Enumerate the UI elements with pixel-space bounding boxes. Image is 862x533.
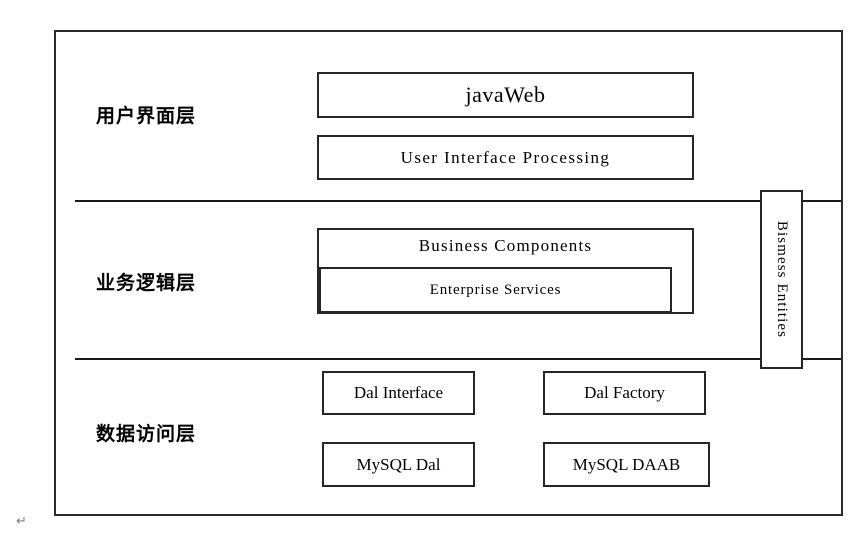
layer-label-business: 业务逻辑层 <box>96 273 197 294</box>
box-dal-factory: Dal Factory <box>543 371 706 415</box>
layer-divider-presentation-business-right <box>803 200 841 202</box>
box-business-entities-label: Bismess Entities <box>774 220 790 339</box>
box-javaweb: javaWeb <box>317 72 694 118</box>
layer-divider-presentation-business-left <box>75 200 760 202</box>
box-dal-interface: Dal Interface <box>322 371 475 415</box>
box-user-interface-processing: User Interface Processing <box>317 135 694 180</box>
paragraph-mark-icon: ↵ <box>16 513 27 528</box>
box-mysql-daab: MySQL DAAB <box>543 442 710 487</box>
layer-divider-business-data-right <box>803 358 841 360</box>
layer-label-data-access: 数据访问层 <box>96 424 197 445</box>
box-enterprise-services: Enterprise Services <box>319 267 672 313</box>
layer-divider-business-data-left <box>75 358 760 360</box>
layer-label-presentation: 用户界面层 <box>96 106 197 127</box>
box-business-entities: Bismess Entities <box>760 190 803 369</box>
box-mysql-dal: MySQL Dal <box>322 442 475 487</box>
